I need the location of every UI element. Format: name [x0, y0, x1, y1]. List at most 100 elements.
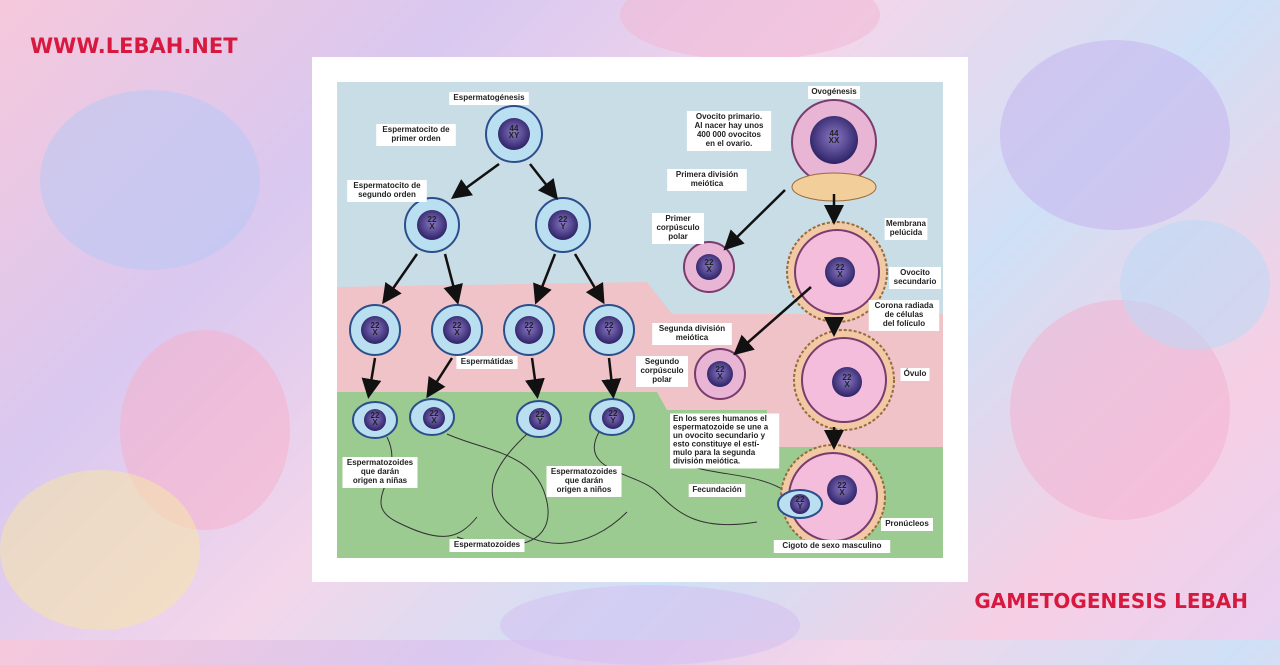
second-polar-body — [694, 348, 746, 400]
svg-text:22Y: 22Y — [536, 410, 545, 426]
spermatozoon-3 — [491, 400, 628, 544]
primary-oocyte-cell — [791, 99, 877, 202]
footer-title: GAMETOGENESIS LEBAH — [974, 589, 1248, 613]
secondary-spermatocyte-right — [535, 197, 591, 253]
spermatid-1 — [349, 304, 401, 356]
svg-text:22X: 22X — [838, 481, 847, 497]
svg-text:Ovogénesis: Ovogénesis — [811, 87, 857, 96]
first-polar-body — [683, 241, 735, 293]
svg-text:22X: 22X — [705, 258, 714, 274]
svg-text:22X: 22X — [430, 409, 439, 425]
svg-text:22X: 22X — [371, 411, 380, 427]
svg-text:22Y: 22Y — [559, 215, 568, 231]
svg-text:Cigoto de sexo masculino: Cigoto de sexo masculino — [782, 541, 881, 550]
label-fertilization: Fecundación — [688, 484, 746, 497]
svg-text:22X: 22X — [371, 321, 380, 337]
label-ovo-title: Ovogénesis — [808, 86, 860, 99]
svg-text:Óvulo: Óvulo — [904, 369, 927, 378]
svg-text:Fecundación: Fecundación — [692, 485, 741, 494]
svg-text:22Y: 22Y — [525, 321, 534, 337]
svg-text:22X: 22X — [843, 373, 852, 389]
label-spermatids: Espermátidas — [456, 356, 518, 369]
spermatid-2 — [431, 304, 483, 356]
svg-text:22X: 22X — [428, 215, 437, 231]
svg-text:Pronúcleos: Pronúcleos — [885, 519, 929, 528]
label-zygote: Cigoto de sexo masculino — [773, 540, 891, 553]
zygote-cell — [777, 444, 886, 550]
label-spermatozoa: Espermatozoides — [449, 539, 525, 552]
svg-text:Espermátidas: Espermátidas — [461, 357, 514, 366]
spermatid-4 — [583, 304, 635, 356]
label-sperm-title: Espermatogénesis — [449, 92, 529, 105]
primary-spermatocyte-cell — [485, 105, 543, 163]
label-ovum: Óvulo — [900, 368, 930, 381]
site-label[interactable]: WWW.LEBAH.NET — [30, 34, 238, 58]
svg-text:22X: 22X — [716, 365, 725, 381]
diagram-labels: Espermatogénesis OvogénesisEspermatocito … — [342, 86, 941, 553]
svg-text:22Y: 22Y — [605, 321, 614, 337]
svg-text:22X: 22X — [453, 321, 462, 337]
svg-text:22Y: 22Y — [609, 409, 618, 425]
oogenesis-arrows — [723, 189, 844, 450]
sperm-arrows — [361, 162, 622, 399]
label-pronuclei: Pronúcleos — [881, 518, 933, 531]
secondary-spermatocyte-left — [404, 197, 460, 253]
svg-text:22X: 22X — [836, 263, 845, 279]
spermatozoon-4 — [589, 398, 758, 526]
svg-text:22Y: 22Y — [796, 495, 805, 511]
spermatid-3 — [503, 304, 555, 356]
spermatozoon-2 — [409, 398, 549, 547]
ovum-cell — [793, 329, 895, 431]
secondary-oocyte-cell — [786, 221, 888, 323]
svg-text:Espermatozoides: Espermatozoides — [454, 540, 521, 549]
